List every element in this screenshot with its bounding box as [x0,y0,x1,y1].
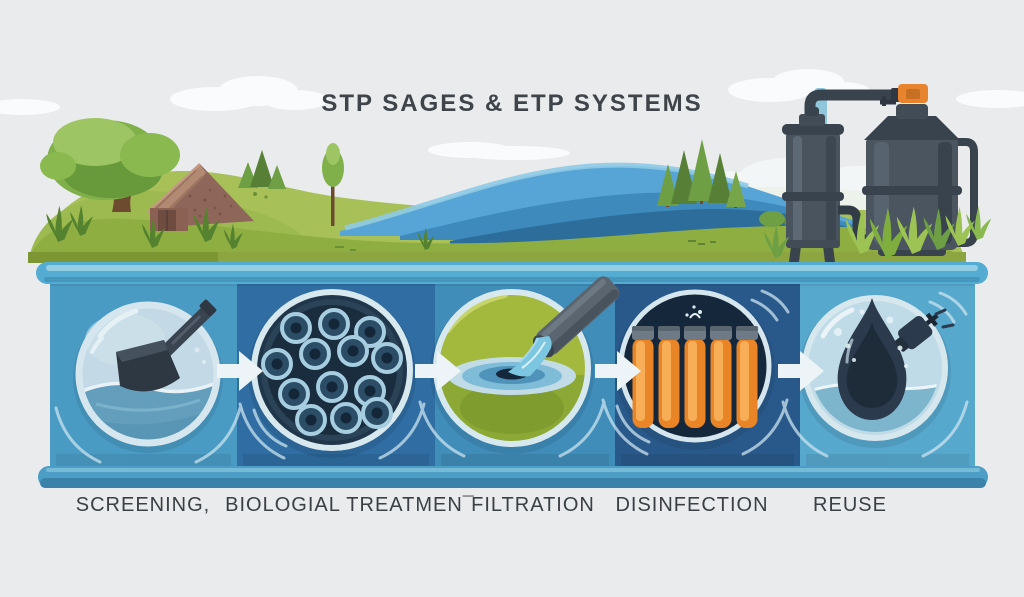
left-tank-illustration [782,88,900,262]
grass-strip-shadow [28,252,218,263]
clouds [0,69,1024,160]
treatment-tank-band [36,262,988,488]
tank-bottom-rim [38,466,988,488]
stage-label-biological-treatment: BIOLOGIAL TREATMEN¯ [225,494,475,516]
flow-arrow-2 [415,351,461,391]
landscape-scene [0,69,1024,263]
flow-arrow-1 [217,351,263,391]
tank-top-rim [36,262,988,284]
bubbles [834,309,908,368]
grass-field-illustration [28,218,966,263]
stage-label-filtration: FILTRATION [471,494,595,516]
uv-tubes [632,326,758,428]
media-blobs [261,308,403,436]
page-title: STP SAGES & ETP SYSTEMS [321,90,703,117]
pine-cluster-illustration [657,139,746,208]
stage-label-disinfection: DISINFECTION [615,494,769,516]
flow-arrow-4 [778,351,824,391]
slim-tree-illustration [322,143,344,226]
filtration-pour-icon [430,276,620,454]
faucet [894,312,939,352]
water-drop-tap-icon [799,295,955,448]
stage-label-screening: SCREENING, [75,494,211,516]
flow-arrow-3 [595,351,641,391]
big-tree-illustration [40,118,180,212]
screening-shovel-icon [73,299,223,453]
biological-media-icon [248,289,416,458]
grass-strip [28,252,966,263]
barn-illustration [147,163,254,231]
flow-arrows [217,351,824,391]
stage-label-reuse: REUSE [813,494,887,516]
uv-lamp-tubes-icon [615,289,775,450]
sparkle [685,305,702,319]
small-pines-illustration [238,150,286,189]
